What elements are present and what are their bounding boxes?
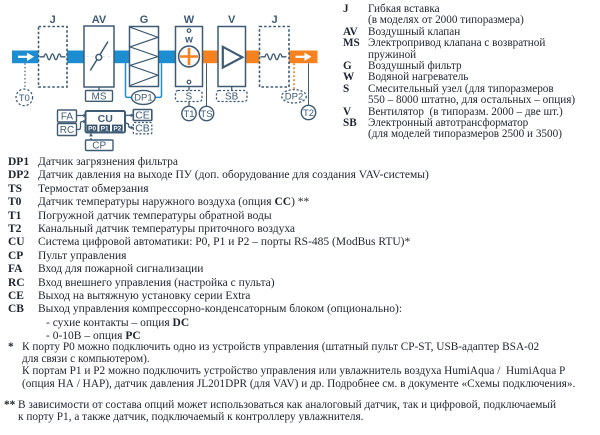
svg-text:P0: P0 [88, 125, 96, 132]
svg-text:TS: TS [200, 109, 212, 120]
svg-text:CP: CP [92, 140, 106, 151]
svg-text:T2: T2 [303, 108, 314, 119]
svg-text:CB: CB [135, 123, 150, 135]
svg-text:P1: P1 [101, 125, 109, 132]
svg-text:T0: T0 [19, 93, 30, 104]
svg-text:CE: CE [135, 109, 150, 121]
svg-text:w: w [184, 35, 193, 46]
svg-text:T1: T1 [183, 109, 194, 120]
svg-text:CU: CU [98, 113, 113, 125]
svg-text:FA: FA [61, 112, 74, 123]
svg-text:DP2: DP2 [285, 92, 303, 103]
svg-text:P2: P2 [113, 125, 121, 132]
svg-text:W: W [184, 14, 195, 26]
svg-text:RC: RC [60, 125, 74, 136]
svg-text:MS: MS [92, 92, 107, 103]
svg-text:SB: SB [225, 92, 239, 103]
svg-text:G: G [140, 14, 149, 26]
svg-text:DP1: DP1 [134, 93, 152, 104]
svg-text:S: S [185, 92, 192, 103]
svg-text:J: J [50, 14, 56, 26]
svg-text:J: J [271, 14, 277, 26]
svg-text:V: V [228, 14, 236, 26]
svg-text:AV: AV [92, 14, 107, 26]
